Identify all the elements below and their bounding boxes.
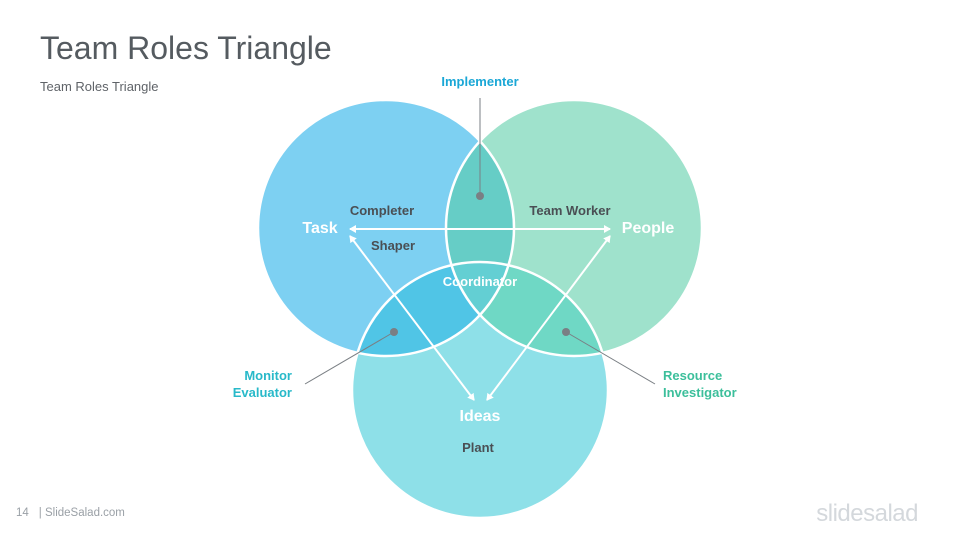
- task-label: Task: [302, 220, 337, 237]
- people-label: People: [622, 220, 675, 237]
- resource-label-line1: Resource: [663, 368, 722, 383]
- team-worker-label: Team Worker: [529, 203, 610, 218]
- monitor-dot: [390, 328, 398, 336]
- plant-label: Plant: [462, 440, 494, 455]
- people-ideas-arrow: [486, 235, 611, 401]
- footer-text: | SlideSalad.com: [38, 507, 125, 519]
- slide-subtitle: Team Roles Triangle: [40, 79, 159, 94]
- resource-label-line2: Investigator: [663, 385, 737, 400]
- completer-label: Completer: [350, 203, 414, 218]
- implementer-label: Implementer: [441, 74, 518, 89]
- brand-logo: slidesalad: [816, 500, 918, 527]
- monitor-leader-line: [304, 331, 395, 385]
- task-ideas-arrow: [349, 235, 475, 401]
- ideas-label: Ideas: [460, 408, 501, 425]
- footer: 14 | SlideSalad.com: [16, 507, 125, 519]
- resource-leader-line: [565, 331, 656, 385]
- shaper-label: Shaper: [371, 238, 415, 253]
- resource-dot: [562, 328, 570, 336]
- implementer-dot: [476, 192, 484, 200]
- coordinator-label: Coordinator: [443, 274, 517, 289]
- slide-title: Team Roles Triangle: [40, 30, 332, 66]
- page-number: 14: [16, 507, 29, 519]
- monitor-label-line1: Monitor: [244, 368, 292, 383]
- monitor-label-line2: Evaluator: [233, 385, 292, 400]
